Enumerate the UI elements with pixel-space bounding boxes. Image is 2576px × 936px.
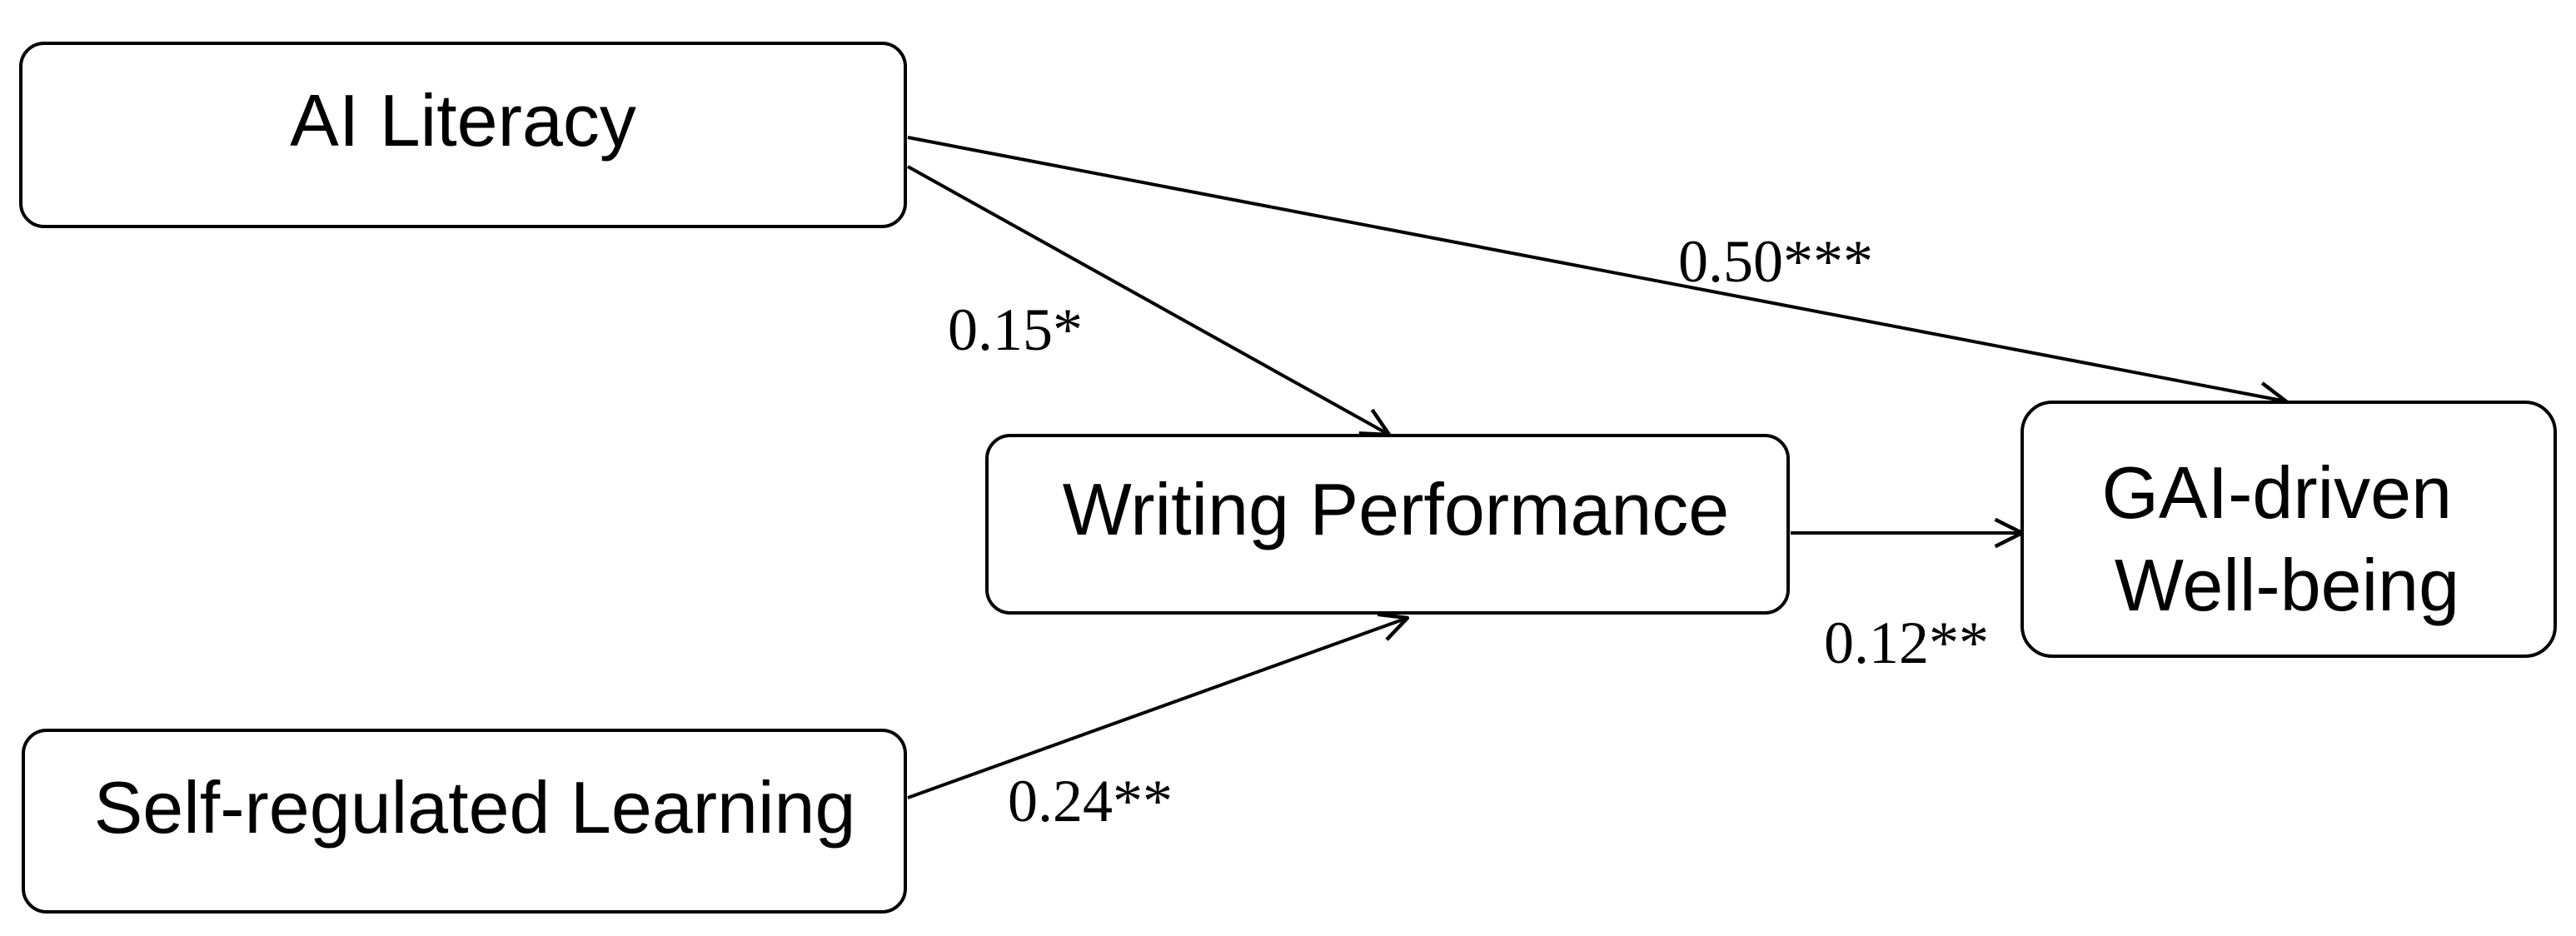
node-self-regulated-learning: Self-regulated Learning [22,729,907,914]
coefficient-ai-to-writing: 0.15* [948,296,1083,363]
arrow-srl-to-writing [907,618,1408,799]
node-writing-performance-label: Writing Performance [1063,468,1729,550]
node-writing-performance: Writing Performance [985,434,1790,615]
coefficient-writing-to-wellbeing: 0.12** [1824,610,1989,676]
edge-ai-literacy-to-wellbeing [907,136,2286,401]
node-gai-wellbeing-label: GAI-driven Well-being [2101,451,2472,626]
node-ai-literacy: AI Literacy [19,42,907,228]
node-gai-wellbeing-line-1: GAI-driven [2101,451,2452,534]
edge-srl-to-writing [907,618,1408,799]
coefficient-srl-to-writing: 0.24** [1008,768,1173,834]
node-self-regulated-learning-label: Self-regulated Learning [94,766,856,849]
node-gai-wellbeing: GAI-driven Well-being [2020,401,2557,658]
arrow-ai-literacy-to-writing [907,165,1389,435]
node-gai-wellbeing-line-2: Well-being [2115,544,2459,626]
arrow-ai-literacy-to-wellbeing [907,136,2286,401]
edge-ai-literacy-to-writing [907,165,1389,435]
coefficient-ai-to-wellbeing: 0.50*** [1678,228,1873,295]
node-ai-literacy-label: AI Literacy [290,79,636,162]
